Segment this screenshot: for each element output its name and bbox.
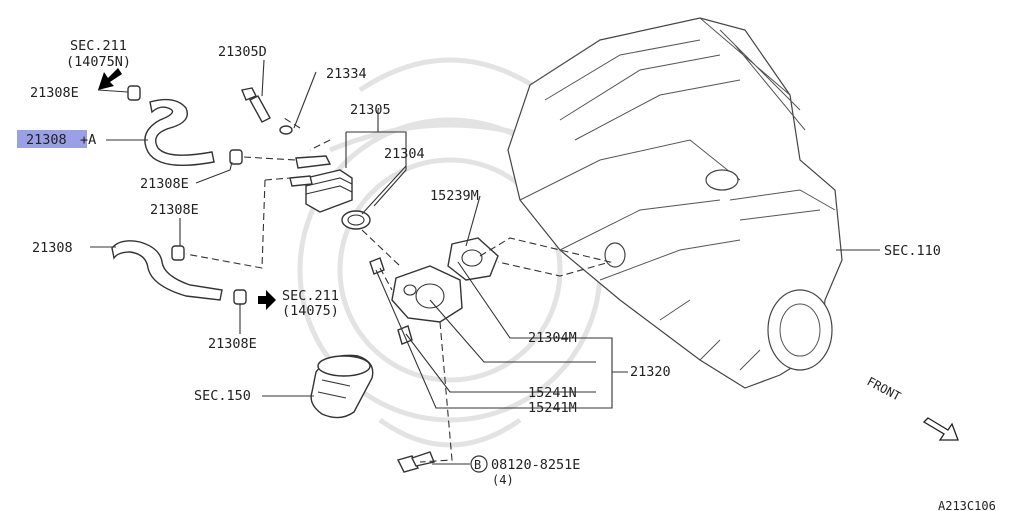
gasket-21304: [341, 210, 371, 230]
label-sec211-bottom: SEC.211: [282, 288, 339, 304]
label-sec110: SEC.110: [884, 243, 941, 259]
leader-lines: [90, 59, 880, 465]
front-arrow-icon: [922, 417, 959, 441]
label-15241M: 15241M: [528, 400, 577, 416]
label-21304: 21304: [384, 146, 425, 162]
label-21334: 21334: [326, 66, 367, 82]
lower-hose: [111, 240, 223, 301]
oil-filter-bracket: [369, 257, 463, 345]
label-ref-code: A213C106: [938, 499, 996, 511]
oil-filter: [310, 354, 374, 419]
arrow-to-sec211-bottom: [258, 290, 276, 310]
dashed-connections: [185, 117, 613, 463]
highlight-box: [17, 130, 87, 148]
label-21308E-a: 21308E: [30, 85, 79, 101]
bolt-callout-circle: [470, 455, 488, 473]
label-21320: 21320: [630, 364, 671, 380]
label-21308-highlight[interactable]: 21308: [26, 132, 67, 148]
upper-hose: [144, 98, 215, 167]
arrow-to-sec211-top: [98, 68, 122, 90]
clamp-lower-a: [171, 245, 185, 261]
bolt-08120: [396, 451, 435, 473]
clamp-top-left: [127, 85, 141, 101]
clamp-lower-b: [233, 289, 247, 305]
label-sec211-bottom-sub: (14075): [282, 303, 339, 319]
label-21304M: 21304M: [528, 330, 577, 346]
o-ring-21334: [279, 125, 293, 135]
label-bolt-circle: B: [474, 458, 481, 472]
label-bolt: 08120-8251E: [491, 457, 580, 473]
label-front: FRONT: [865, 374, 903, 403]
label-21305: 21305: [350, 102, 391, 118]
label-21308E-c: 21308E: [150, 202, 199, 218]
engine-block-illustration: [507, 17, 843, 389]
label-21308E-b: 21308E: [140, 176, 189, 192]
label-21308E-d: 21308E: [208, 336, 257, 352]
label-sec150: SEC.150: [194, 388, 251, 404]
front-indicator: FRONT: [865, 374, 959, 441]
clamp-mid: [229, 149, 243, 165]
gasket-15239M: [447, 237, 499, 281]
label-15241N: 15241N: [528, 385, 577, 401]
label-21308: 21308: [32, 240, 73, 256]
label-21308-suffix: +A: [80, 132, 96, 148]
label-21305D: 21305D: [218, 44, 267, 60]
oil-cooler-part: [289, 155, 353, 213]
label-sec211-top: SEC.211: [70, 38, 127, 54]
label-15239M: 15239M: [430, 188, 479, 204]
bolt-21305D: [241, 87, 271, 123]
label-bolt-qty: (4): [492, 473, 514, 487]
label-sec211-top-sub: (14075N): [66, 54, 131, 70]
